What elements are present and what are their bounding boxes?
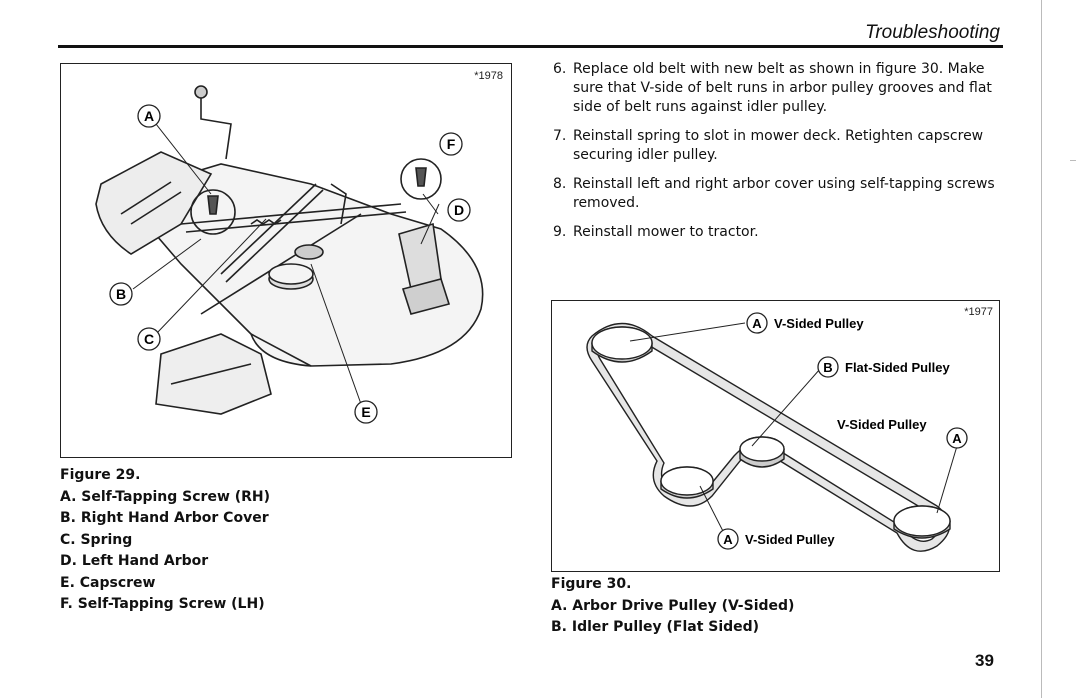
callout-b: B: [116, 286, 126, 302]
step-item: 7. Reinstall spring to slot in mower dec…: [553, 127, 1013, 165]
figure-29-id: *1978: [474, 70, 503, 82]
figure-30-caption-title: Figure 30.: [551, 576, 632, 592]
figure-29-caption-title: Figure 29.: [60, 467, 141, 483]
step-number: 8.: [553, 176, 567, 192]
page-header-title: Troubleshooting: [865, 22, 1000, 43]
callout-a: A: [144, 108, 154, 124]
step-number: 9.: [553, 224, 567, 240]
callout-f: F: [447, 136, 456, 152]
label-a-bottom-text: V-Sided Pulley: [745, 532, 835, 547]
callout-c: C: [144, 331, 154, 347]
mower-deck-illustration: A B C D E F: [95, 85, 484, 424]
figure-29-caption-item: A. Self-Tapping Screw (RH): [60, 488, 271, 505]
figure-29: *1978: [60, 63, 512, 458]
label-a-right-letter: A: [952, 431, 962, 446]
label-a-top-letter: A: [752, 316, 762, 331]
belt-routing-diagram: A B A A V-Sided Pulley Flat-Sided Pulley…: [586, 312, 968, 552]
figure-30-id: *1977: [964, 306, 993, 318]
troubleshooting-steps: 6. Replace old belt with new belt as sho…: [553, 60, 1013, 252]
label-b-letter: B: [823, 360, 832, 375]
step-text: Reinstall mower to tractor.: [573, 224, 759, 240]
figure-30-caption-item: B. Idler Pulley (Flat Sided): [551, 619, 760, 635]
figure-29-caption-item: C. Spring: [60, 531, 133, 548]
figure-29-caption-item: E. Capscrew: [60, 574, 156, 591]
figure-29-caption-item: B. Right Hand Arbor Cover: [60, 510, 269, 526]
step-text: Reinstall spring to slot in mower deck. …: [573, 128, 984, 163]
step-item: 6. Replace old belt with new belt as sho…: [553, 60, 1013, 117]
step-item: 9. Reinstall mower to tractor.: [553, 223, 1013, 242]
label-a-top-text: V-Sided Pulley: [774, 316, 864, 331]
step-number: 7.: [553, 128, 567, 144]
label-a-bottom-letter: A: [723, 532, 733, 547]
page-number: 39: [975, 651, 994, 670]
scan-edge-line: [1041, 0, 1042, 698]
figure-30-caption-item: A. Arbor Drive Pulley (V-Sided): [551, 597, 795, 614]
step-number: 6.: [553, 61, 567, 77]
callout-d: D: [454, 202, 464, 218]
label-b-text: Flat-Sided Pulley: [845, 360, 951, 375]
step-text: Replace old belt with new belt as shown …: [573, 61, 992, 115]
step-item: 8. Reinstall left and right arbor cover …: [553, 175, 1013, 213]
header-rule: [58, 45, 1003, 48]
figure-30: *1977: [551, 300, 1000, 572]
figure-29-caption-item: D. Left Hand Arbor: [60, 553, 209, 569]
label-a-right-text: V-Sided Pulley: [837, 417, 927, 432]
step-text: Reinstall left and right arbor cover usi…: [573, 176, 995, 211]
figure-29-caption: Figure 29. A. Self-Tapping Screw (RH) B.…: [60, 465, 270, 616]
figure-30-caption: Figure 30. A. Arbor Drive Pulley (V-Side…: [551, 574, 794, 639]
callout-e: E: [361, 404, 370, 420]
scan-mark: [1070, 160, 1076, 161]
figure-29-caption-item: F. Self-Tapping Screw (LH): [60, 596, 265, 612]
